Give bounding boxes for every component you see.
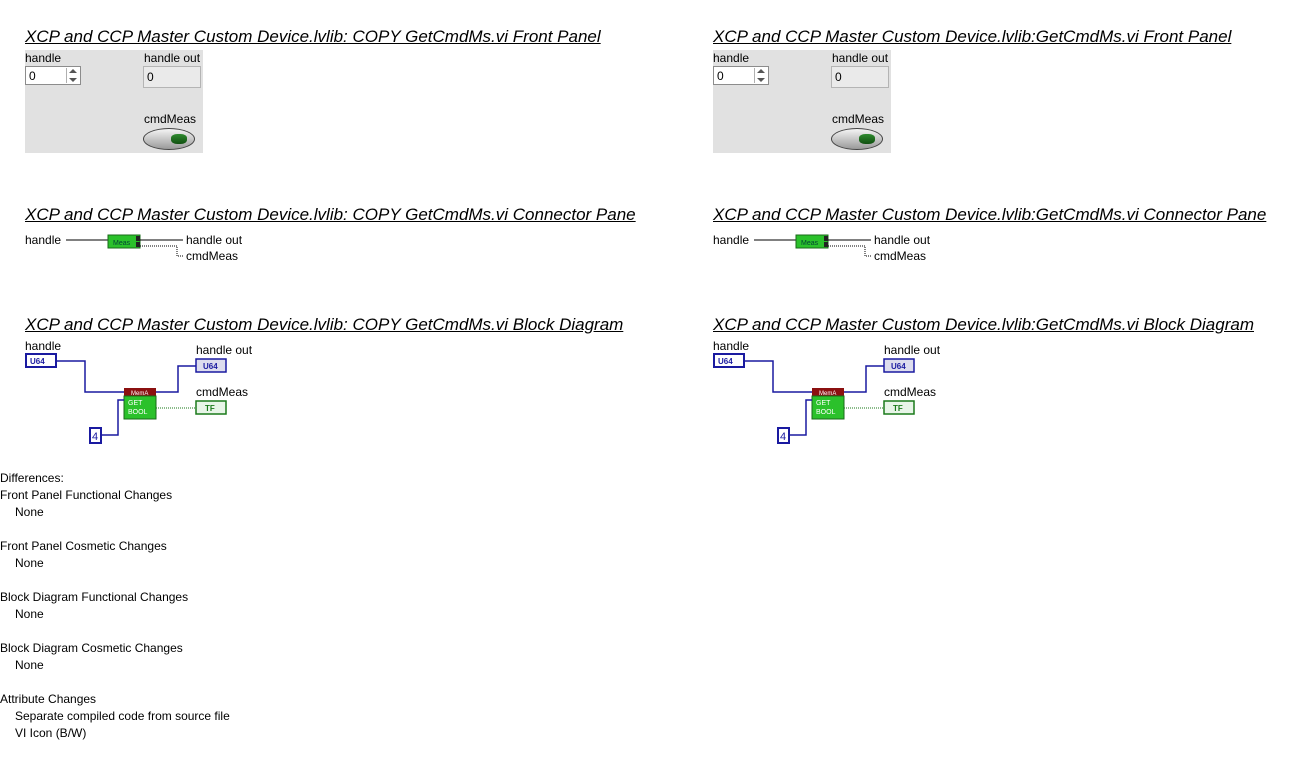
memory-node-header (124, 388, 156, 396)
handle-value: 0 (717, 69, 724, 83)
u64-indicator-terminal (195, 358, 227, 373)
tf-indicator-text: TF (205, 404, 215, 413)
block-diagram-title: XCP and CCP Master Custom Device.lvlib: … (25, 315, 624, 334)
section-title: Attribute Changes (0, 692, 97, 706)
node-get-text: GET (816, 400, 831, 407)
cmdmeas-label: cmdMeas (832, 112, 885, 126)
increment-decrement-icon[interactable] (66, 68, 79, 83)
vi-icon (795, 234, 829, 249)
node-bool-text: BOOL (816, 409, 836, 416)
front-panel: handle 0 handle out 0 cmdMeas (713, 50, 891, 153)
handle-numeric-control[interactable]: 0 (713, 66, 769, 85)
section-title: Front Panel Cosmetic Changes (0, 539, 167, 553)
u64-indicator-terminal (883, 358, 915, 373)
handle-out-label: handle out (144, 51, 201, 65)
u64-indicator-text: U64 (891, 362, 906, 371)
node-header-text: MemA (819, 391, 836, 397)
front-panel: handle 0 handle out 0 cmdMeas (25, 50, 203, 153)
cmdmeas-led-indicator (831, 128, 883, 150)
bd-handle-out-label: handle out (884, 343, 941, 357)
block-diagram: handle U64 MemA GET BOOL 4 handle out U6… (713, 339, 941, 444)
handle-label: handle (25, 51, 62, 65)
cmdmeas-label: cmdMeas (144, 112, 197, 126)
section-title: Block Diagram Functional Changes (0, 590, 189, 604)
bd-handle-out-label: handle out (196, 343, 253, 357)
tf-indicator-terminal (195, 400, 227, 415)
connector-handle-out-label: handle out (186, 233, 243, 247)
section-item: VI Icon (B/W) (15, 726, 87, 740)
constant-4 (89, 427, 102, 444)
node-get-text: GET (128, 400, 143, 407)
section-title: Block Diagram Cosmetic Changes (0, 641, 183, 655)
differences-report: Differences: Front Panel Functional Chan… (0, 470, 400, 742)
connector-pane-title: XCP and CCP Master Custom Device.lvlib: … (25, 205, 636, 224)
handle-out-indicator: 0 (831, 66, 889, 88)
u64-indicator-text: U64 (203, 362, 218, 371)
node-bool-text: BOOL (128, 409, 148, 416)
bd-cmdmeas-label: cmdMeas (196, 385, 248, 399)
section-item: None (15, 658, 44, 672)
section-item: None (15, 607, 44, 621)
handle-out-indicator: 0 (143, 66, 201, 88)
connector-pane: handle Meas handle out cmdMeas (25, 233, 243, 263)
cmdmeas-led-indicator (143, 128, 195, 150)
connector-pane: handle Meas handle out cmdMeas (713, 233, 931, 263)
handle-out-value: 0 (835, 70, 842, 84)
handle-out-label: handle out (832, 51, 889, 65)
section-item: None (15, 556, 44, 570)
handle-label: handle (713, 51, 750, 65)
left-comparison-column: XCP and CCP Master Custom Device.lvlib: … (0, 0, 640, 460)
connector-handle-label: handle (25, 233, 61, 247)
connector-cmdmeas-label: cmdMeas (874, 249, 926, 263)
connector-handle-out-label: handle out (874, 233, 931, 247)
increment-decrement-icon[interactable] (754, 68, 767, 83)
block-diagram-title: XCP and CCP Master Custom Device.lvlib:G… (713, 315, 1254, 334)
connector-icon-text: Meas (113, 240, 131, 247)
tf-indicator-text: TF (893, 404, 903, 413)
bd-handle-label: handle (25, 339, 61, 353)
bd-cmdmeas-label: cmdMeas (884, 385, 936, 399)
handle-value: 0 (29, 69, 36, 83)
section-title: Front Panel Functional Changes (0, 488, 173, 502)
vi-icon (107, 234, 141, 249)
led-icon (171, 134, 187, 144)
tf-indicator-terminal (883, 400, 915, 415)
right-comparison-column: XCP and CCP Master Custom Device.lvlib:G… (688, 0, 1313, 460)
connector-icon-text: Meas (801, 240, 819, 247)
u64-control-text: U64 (30, 357, 45, 366)
front-panel-title: XCP and CCP Master Custom Device.lvlib:G… (713, 27, 1232, 46)
memory-node-header (812, 388, 844, 396)
connector-cmdmeas-label: cmdMeas (186, 249, 238, 263)
block-diagram: handle U64 MemA GET BOOL 4 handle out U6… (25, 339, 253, 444)
front-panel-title: XCP and CCP Master Custom Device.lvlib: … (25, 27, 601, 46)
constant-value: 4 (92, 431, 98, 443)
connector-pane-title: XCP and CCP Master Custom Device.lvlib:G… (713, 205, 1267, 224)
handle-out-value: 0 (147, 70, 154, 84)
u64-control-text: U64 (718, 357, 733, 366)
differences-heading: Differences: (0, 471, 64, 485)
section-item: None (15, 505, 44, 519)
section-item: Separate compiled code from source file (15, 709, 230, 723)
led-icon (859, 134, 875, 144)
connector-handle-label: handle (713, 233, 749, 247)
constant-4 (777, 427, 790, 444)
node-header-text: MemA (131, 391, 148, 397)
bd-handle-label: handle (713, 339, 749, 353)
handle-numeric-control[interactable]: 0 (25, 66, 81, 85)
constant-value: 4 (780, 431, 786, 443)
